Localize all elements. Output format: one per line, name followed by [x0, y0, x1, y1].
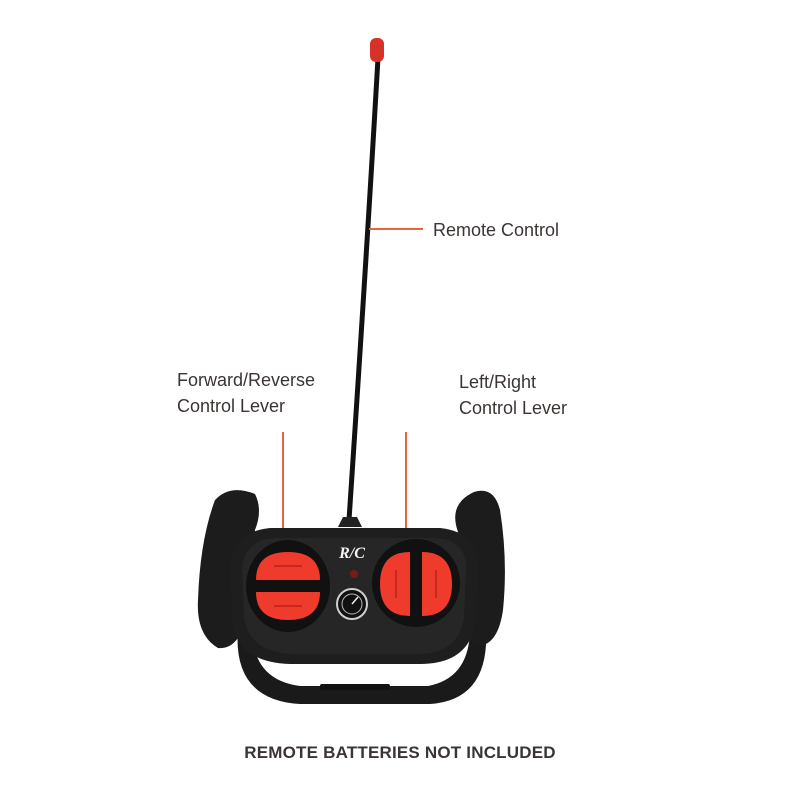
left-right-label-line1: Left/Right [459, 372, 537, 392]
leader-lines [282, 228, 423, 536]
rc-logo: R/C [338, 545, 365, 562]
antenna-tip [370, 38, 384, 62]
left-right-lever[interactable] [372, 539, 460, 627]
antenna [338, 38, 384, 527]
forward-reverse-lever[interactable] [246, 540, 330, 632]
forward-reverse-label-line1: Forward/Reverse [177, 370, 316, 390]
left-right-label-line2: Control Lever [459, 398, 568, 418]
batteries-notice: REMOTE BATTERIES NOT INCLUDED [244, 743, 556, 762]
remote-control-label: Remote Control [433, 220, 560, 240]
gauge-dial-icon [336, 588, 368, 620]
forward-reverse-label-line2: Control Lever [177, 396, 286, 416]
power-led [350, 570, 358, 578]
